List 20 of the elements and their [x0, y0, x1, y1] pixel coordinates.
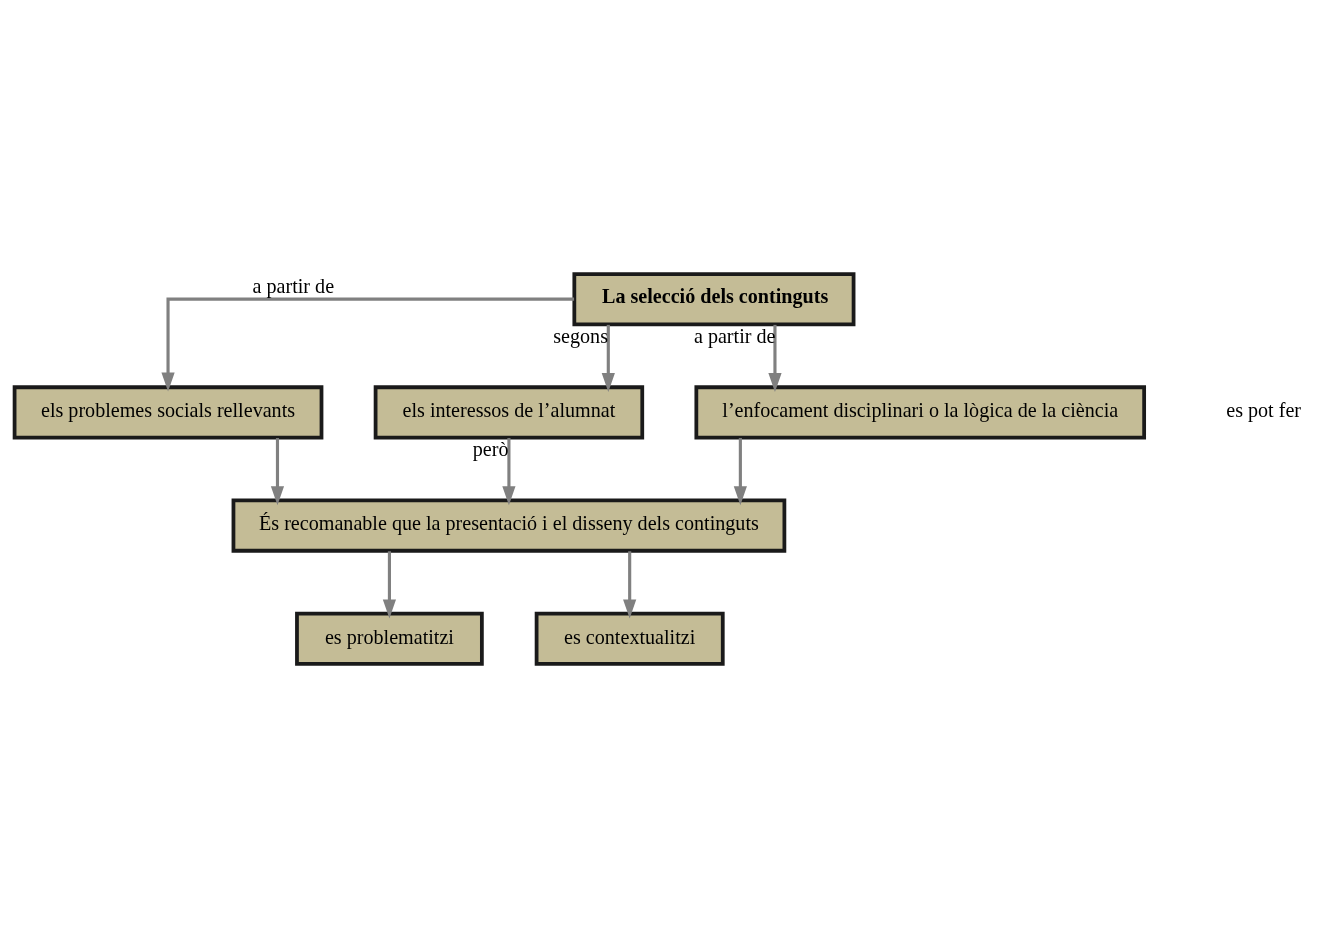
arrow: [270, 437, 285, 505]
edge-label: a partir de: [693, 324, 776, 347]
label: es pot fer: [1226, 398, 1302, 421]
arrow: [502, 437, 516, 505]
arrow: [382, 550, 397, 618]
node-box: es contextualitzi: [534, 611, 725, 666]
arrow: [601, 324, 615, 392]
node-box: els interessos de l’alumnat: [373, 384, 645, 439]
node-box: els problemes socials rellevants: [12, 384, 324, 439]
arrow: [161, 297, 575, 391]
node-box: La selecció dels continguts: [572, 271, 856, 326]
edge-label: a partir de: [252, 274, 335, 297]
edge-label: segons: [553, 324, 608, 347]
node-box: es problematitzi: [295, 611, 484, 666]
arrow: [733, 437, 747, 505]
node-box: És recomanable que la presentació i el disseny dels continguts: [231, 498, 787, 553]
edge-label: però: [472, 437, 509, 460]
arrow: [623, 550, 637, 618]
arrow: [768, 324, 782, 392]
node-box: l’enfocament disciplinari o la lògica de la ciència: [694, 384, 1147, 439]
